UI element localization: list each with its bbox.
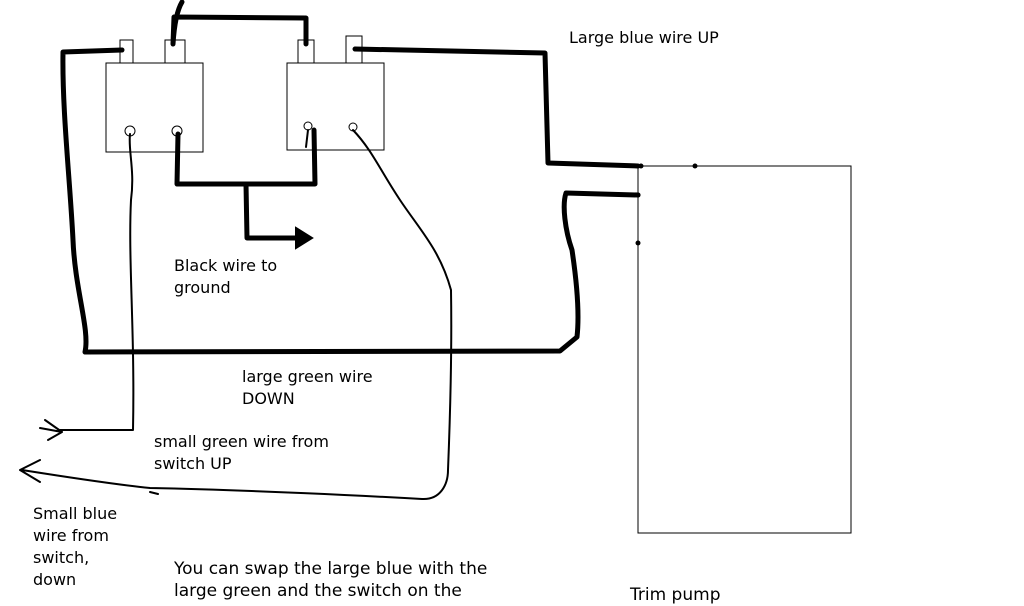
relay-right-body [286,62,385,151]
pump-junction-4 [635,240,641,246]
small-blue-wire-label-line-4: down [33,570,77,589]
large-green-wire-label-line-1: large green wire [242,367,373,386]
black-ground-wire [174,127,318,241]
swap-note-line-1: You can swap the large blue with the [174,559,488,579]
large-green-wire-label: large green wire DOWN [242,366,373,410]
large-blue-wire [352,46,641,169]
ground-arrowhead [295,226,314,250]
small-green-wire-label-line-1: small green wire from [154,432,329,451]
relay-right-post-wire [305,129,309,148]
small-blue-wire-label-line-3: switch, [33,548,90,567]
trim-pump-box [637,165,852,534]
small-green-wire-label-line-2: switch UP [154,454,232,473]
relay-left-body [105,62,204,153]
small-blue-wire-label-line-2: wire from [33,526,109,545]
large-green-wire-label-line-2: DOWN [242,389,295,408]
small-green-wire-label: small green wire from switch UP [154,431,329,475]
large-blue-wire-label: Large blue wire UP [569,28,719,47]
top-bridge-wire [170,0,309,47]
small-blue-wire [19,129,453,501]
black-wire-label: Black wire to ground [174,255,277,299]
small-blue-wire-label-line-1: Small blue [33,504,118,523]
small-blue-wire-label: Small blue wire from switch, down [33,503,117,591]
swap-note: You can swap the large blue with the lar… [174,558,487,602]
pump-junction-2 [692,163,698,169]
relay-right-post-1 [303,121,313,131]
relay-right [286,35,385,151]
black-wire-label-line-2: ground [174,278,231,297]
black-wire-label-line-1: Black wire to [174,256,278,275]
swap-note-line-2: large green and the switch on the [174,581,462,601]
small-green-wire [39,133,135,441]
trim-pump-label: Trim pump [630,585,721,605]
relay-left [105,39,204,153]
large-green-wire [60,47,641,355]
